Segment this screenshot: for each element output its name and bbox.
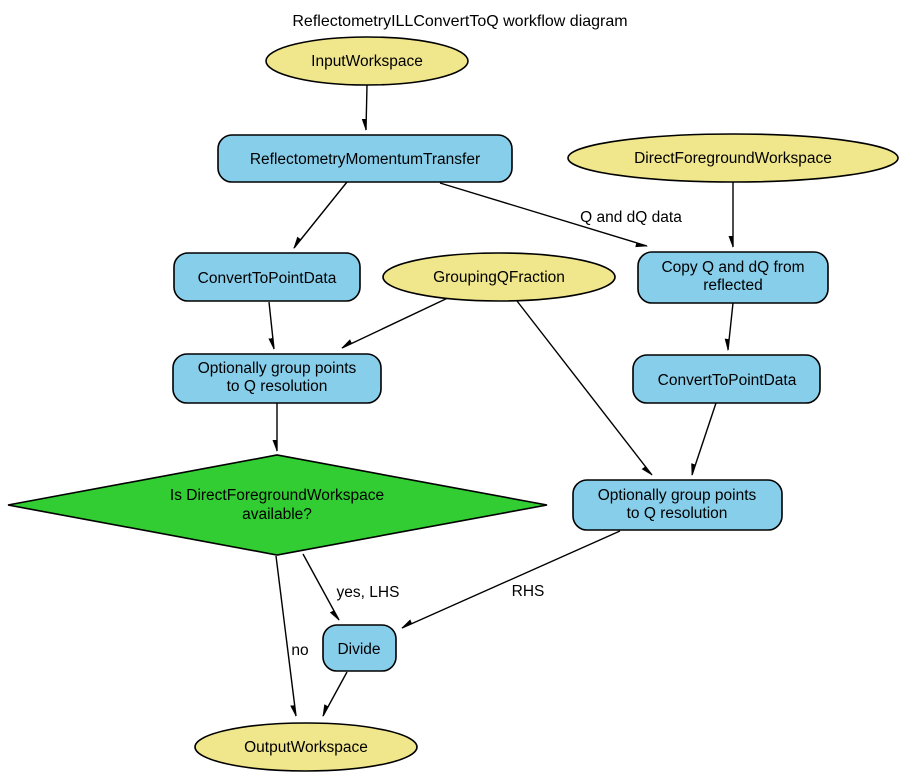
convert-to-point-data-left-label: ConvertToPointData (198, 270, 337, 287)
edge-decision-yes-to-divide (302, 553, 340, 620)
convert-to-point-data-left-shape (173, 252, 361, 302)
node-copy-q-dq-from-reflected: Copy Q and dQ from reflected (637, 251, 829, 304)
node-decision-direct-foreground-available: Is DirectForegroundWorkspace available? (7, 454, 548, 556)
direct-foreground-workspace-shape (567, 133, 899, 183)
decision-label-line2: available? (242, 506, 312, 523)
grouping-q-fraction-label: GroupingQFraction (433, 269, 565, 286)
edge-groupingqfraction-to-grouppoints-right (516, 300, 652, 475)
edge-converttopointdata-left-to-grouppoints-left (268, 301, 275, 349)
copy-q-dq-from-reflected-label-line1: Copy Q and dQ from (661, 259, 804, 276)
reflectometry-momentum-transfer-shape (217, 134, 513, 183)
node-grouping-q-fraction: GroupingQFraction (382, 252, 616, 302)
edge-label-q-and-dq-data: Q and dQ data (580, 209, 682, 226)
input-workspace-label: InputWorkspace (311, 53, 423, 70)
edge-divide-to-outputworkspace (322, 671, 348, 716)
grouping-q-fraction-shape (382, 252, 616, 302)
convert-to-point-data-right-label: ConvertToPointData (658, 372, 797, 389)
edge-label-no: no (291, 642, 308, 659)
edge-label-rhs: RHS (512, 583, 545, 600)
edges (268, 84, 734, 716)
decision-diamond-shape (7, 454, 548, 556)
edge-grouppoints-right-to-divide (402, 530, 621, 629)
edge-groupingqfraction-to-grouppoints-left (342, 295, 453, 349)
input-workspace-shape (265, 36, 469, 86)
node-direct-foreground-workspace: DirectForegroundWorkspace (567, 133, 899, 183)
edge-momentumtransfer-to-copyqdq (439, 182, 647, 246)
edge-decision-no-to-outputworkspace (275, 555, 297, 716)
reflectometry-momentum-transfer-label: ReflectometryMomentumTransfer (250, 151, 480, 168)
diagram-title: ReflectometryILLConvertToQ workflow diag… (292, 13, 627, 30)
node-output-workspace: OutputWorkspace (194, 722, 418, 772)
convert-to-point-data-right-shape (632, 354, 821, 404)
group-points-right-label-line1: Optionally group points (598, 487, 757, 504)
node-group-points-left: Optionally group points to Q resolution (172, 353, 382, 404)
divide-label: Divide (337, 641, 380, 658)
node-divide: Divide (322, 624, 397, 672)
direct-foreground-workspace-label: DirectForegroundWorkspace (634, 150, 832, 167)
edge-label-yes-lhs: yes, LHS (337, 584, 400, 601)
node-convert-to-point-data-left: ConvertToPointData (173, 252, 361, 302)
group-points-right-shape (572, 479, 783, 531)
decision-label-line1: Is DirectForegroundWorkspace (170, 487, 384, 504)
edge-copyqdq-to-converttopointdata-right (728, 302, 734, 350)
group-points-left-shape (172, 353, 382, 404)
group-points-right-label-line2: to Q resolution (627, 505, 728, 522)
copy-q-dq-from-reflected-label-line2: reflected (703, 277, 762, 294)
node-reflectometry-momentum-transfer: ReflectometryMomentumTransfer (217, 134, 513, 183)
node-input-workspace: InputWorkspace (265, 36, 469, 86)
group-points-left-label-line1: Optionally group points (198, 360, 357, 377)
divide-shape (322, 624, 397, 672)
group-points-left-label-line2: to Q resolution (227, 378, 328, 395)
node-group-points-right: Optionally group points to Q resolution (572, 479, 783, 531)
output-workspace-shape (194, 722, 418, 772)
edge-momentumtransfer-to-converttopointdata-left (294, 181, 348, 248)
output-workspace-label: OutputWorkspace (244, 739, 368, 756)
edge-inputworkspace-to-momentumtransfer (366, 84, 368, 130)
copy-q-dq-from-reflected-shape (637, 251, 829, 304)
edge-converttopointdata-right-to-grouppoints-right (692, 402, 717, 475)
node-convert-to-point-data-right: ConvertToPointData (632, 354, 821, 404)
